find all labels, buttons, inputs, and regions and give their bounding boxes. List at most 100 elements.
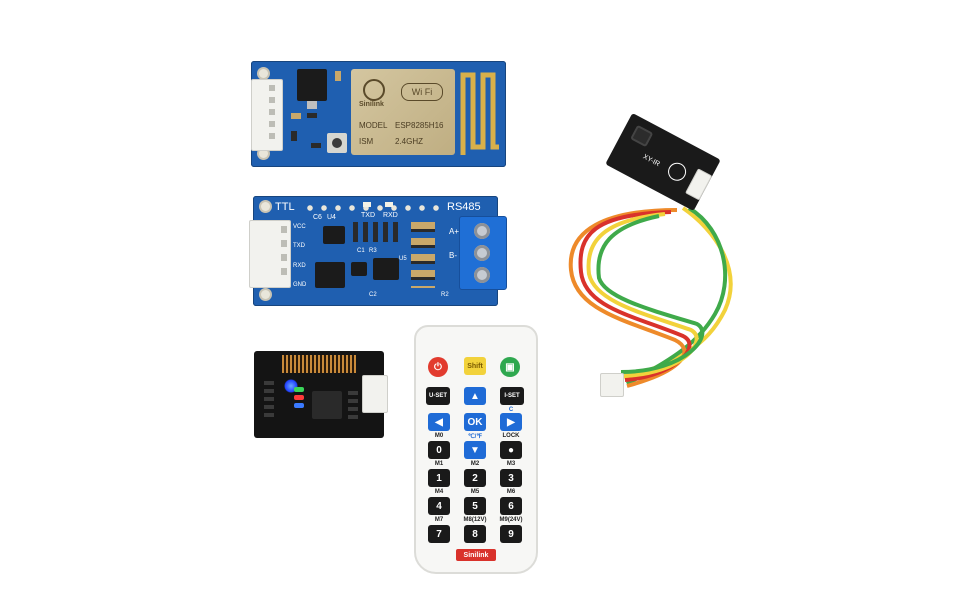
sensor-cable-icon	[568, 206, 733, 388]
power-button[interactable]: ⏻	[428, 357, 448, 377]
connector-pins	[269, 85, 275, 143]
key-5-button[interactable]: 5	[464, 497, 486, 515]
key-2-button[interactable]: 2	[464, 469, 486, 487]
rs485-module-board: TTL RS485 VCC TXD RXD GND C6 U4 TXD RXD …	[249, 196, 507, 306]
key-4-button[interactable]: 4	[428, 497, 450, 515]
header-holes	[303, 204, 443, 212]
m2-label: M2	[470, 461, 480, 467]
mounting-hole	[261, 202, 270, 211]
ir-sensor-label: XY-IR	[641, 153, 661, 169]
model-value: ESP8285H16	[395, 121, 444, 130]
uset-button[interactable]: U-SET	[426, 387, 450, 405]
pin-labels: VCC TXD RXD GND	[293, 224, 306, 288]
led-blue	[294, 403, 304, 408]
ir-receiver-icon	[630, 124, 654, 148]
reset-button[interactable]	[327, 133, 347, 153]
lock-label: LOCK	[502, 433, 520, 439]
rxd-label: RXD	[383, 212, 398, 219]
terminal-screw	[474, 245, 490, 261]
smd-parts	[348, 391, 358, 421]
c-mark-label: C	[508, 407, 514, 413]
main-chip	[312, 391, 342, 419]
c1-label: C1	[357, 248, 365, 254]
resistor-array	[411, 222, 435, 288]
lock-button[interactable]: ●	[500, 441, 522, 459]
ism-label: ISM	[359, 137, 374, 146]
m7-label: M7	[434, 517, 444, 523]
remote-brand-text: Sinilink	[463, 551, 489, 559]
resistor	[311, 143, 321, 148]
u4-label: U4	[327, 214, 336, 221]
b-minus-label: B-	[449, 251, 457, 260]
terminal-block	[459, 216, 507, 290]
key-1-button[interactable]: 1	[428, 469, 450, 487]
capacitor	[291, 113, 301, 119]
led-red	[294, 395, 304, 400]
mounting-hole	[261, 290, 270, 299]
c6-label: C6	[313, 214, 322, 221]
down-arrow-button[interactable]: ▼	[464, 441, 486, 459]
brand-logo-icon	[664, 159, 690, 184]
txd-label: TXD	[361, 212, 375, 219]
resistor	[307, 113, 317, 118]
m0-label: M0	[434, 433, 444, 439]
mounting-hole	[259, 149, 268, 158]
key-3-button[interactable]: 3	[500, 469, 522, 487]
wifi-button[interactable]: ▣	[500, 357, 520, 377]
ttl-label: TTL	[275, 201, 295, 213]
key-7-button[interactable]: 7	[428, 525, 450, 543]
model-label: MODEL	[359, 121, 388, 130]
ism-value: 2.4GHZ	[395, 137, 424, 146]
esp-module-shield: Sinilink Wi Fi MODEL ESP8285H16 ISM 2.4G…	[351, 69, 455, 155]
cf-label: ℃/℉	[467, 434, 483, 440]
ic-small	[351, 262, 367, 276]
key-6-button[interactable]: 6	[500, 497, 522, 515]
terminal-screw	[474, 267, 490, 283]
right-arrow-button[interactable]: ▶	[500, 413, 522, 431]
c2-label: C2	[369, 292, 377, 298]
a-plus-label: A+	[449, 227, 460, 236]
smd-parts	[264, 381, 274, 421]
wifi-module-board: Sinilink Wi Fi MODEL ESP8285H16 ISM 2.4G…	[251, 61, 506, 167]
m3-label: M3	[506, 461, 516, 467]
up-arrow-button[interactable]: ▲	[464, 387, 486, 405]
jst-connector	[362, 375, 388, 413]
wifi-brand-text: Sinilink	[359, 101, 384, 108]
brand-logo-icon	[363, 79, 385, 101]
m8-label: M8(12V)	[463, 517, 487, 523]
pin-label: RXD	[293, 262, 306, 269]
key-9-button[interactable]: 9	[500, 525, 522, 543]
key-0-button[interactable]: 0	[428, 441, 450, 459]
u5-label: U5	[399, 256, 407, 262]
m5-label: M5	[470, 489, 480, 495]
terminal-screw	[474, 223, 490, 239]
jst-connector	[251, 79, 283, 151]
connector-pins	[281, 226, 287, 282]
remote-brand-badge: Sinilink	[456, 549, 496, 561]
rxd-led	[385, 202, 393, 207]
controller-board	[254, 351, 388, 438]
r3-label: R3	[369, 248, 377, 254]
left-arrow-button[interactable]: ◀	[428, 413, 450, 431]
regulator-tab	[307, 101, 317, 109]
shift-button[interactable]: Shift	[464, 357, 486, 375]
cable-connector	[600, 373, 624, 397]
capacitor	[335, 71, 341, 81]
resistor	[291, 131, 297, 141]
key-8-button[interactable]: 8	[464, 525, 486, 543]
iset-button[interactable]: I-SET	[500, 387, 524, 405]
m6-label: M6	[506, 489, 516, 495]
voltage-regulator-chip	[297, 69, 327, 101]
ic-u4	[315, 262, 345, 288]
pcb-antenna-icon	[460, 72, 499, 155]
txd-led	[363, 202, 371, 207]
m1-label: M1	[434, 461, 444, 467]
r2-label: R2	[441, 292, 449, 298]
ic-u5	[373, 258, 399, 280]
led-green	[294, 387, 304, 392]
ok-button[interactable]: OK	[464, 413, 486, 431]
m4-label: M4	[434, 489, 444, 495]
wifi-badge: Wi Fi	[401, 83, 443, 101]
resistor-array	[353, 222, 403, 242]
mounting-hole	[259, 69, 268, 78]
